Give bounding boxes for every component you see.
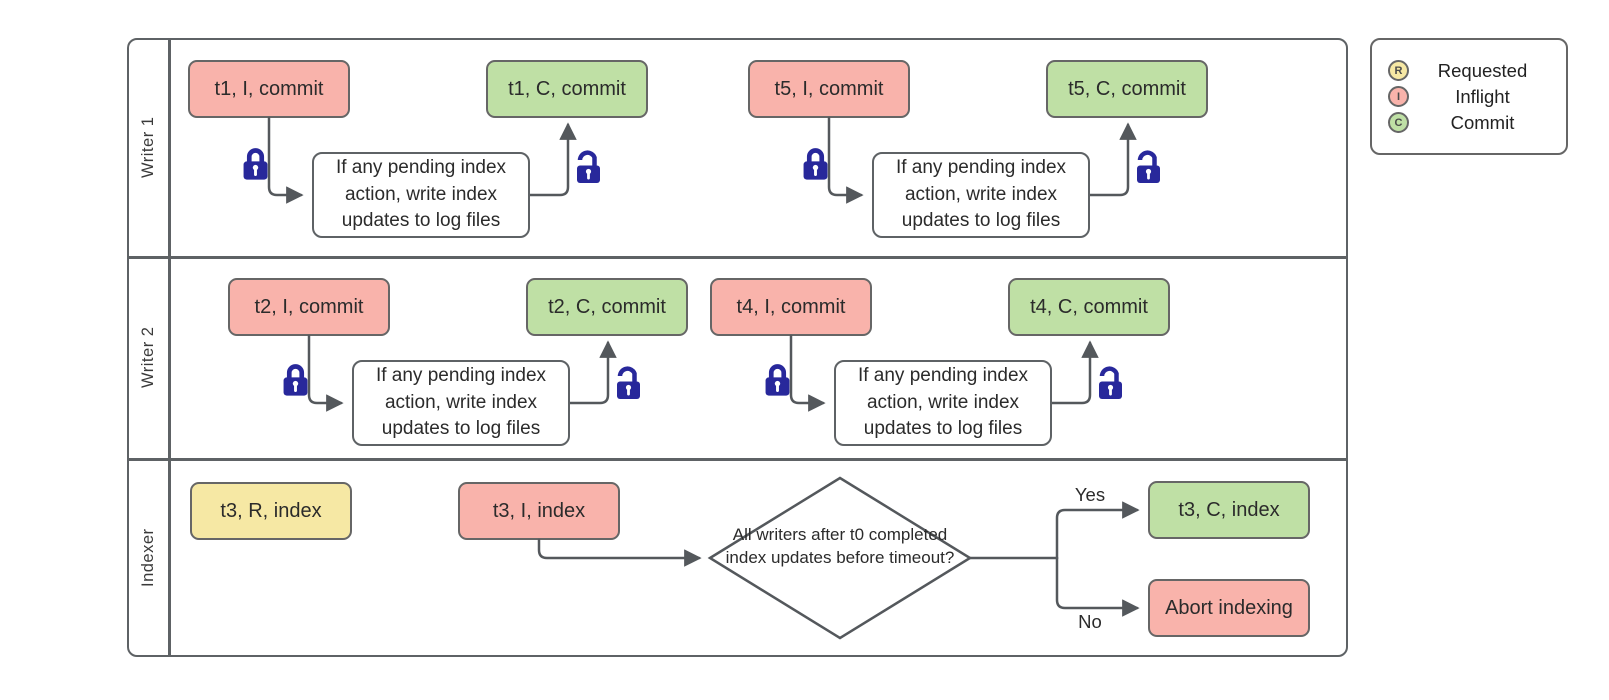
lane-divider-2 xyxy=(127,458,1348,461)
connector-process-to-t4c xyxy=(1050,340,1099,405)
state-abort-indexing: Abort indexing xyxy=(1148,579,1310,637)
state-t3-requested: t3, R, index xyxy=(190,482,352,540)
state-t5-inflight: t5, I, commit xyxy=(748,60,910,118)
lock-closed-icon xyxy=(242,146,269,187)
state-t1-commit: t1, C, commit xyxy=(486,60,648,118)
decision-label: All writers after t0 completed index upd… xyxy=(725,525,955,567)
state-t3-commit: t3, C, index xyxy=(1148,481,1310,539)
process-write-index-1: If any pending index action, write index… xyxy=(312,152,530,238)
connector-t4i-to-process xyxy=(789,334,826,412)
requested-badge-icon: R xyxy=(1388,60,1409,81)
legend-row-inflight: I Inflight xyxy=(1388,86,1556,108)
state-t2-commit: t2, C, commit xyxy=(526,278,688,336)
connector-process-to-t1c xyxy=(528,122,577,197)
state-t4-commit: t4, C, commit xyxy=(1008,278,1170,336)
branch-label-yes: Yes xyxy=(1074,484,1106,505)
state-t5-commit: t5, C, commit xyxy=(1046,60,1208,118)
connector-fork-yes xyxy=(1055,501,1140,560)
lock-open-icon xyxy=(1095,365,1125,406)
lock-closed-icon xyxy=(764,362,791,403)
lock-open-icon xyxy=(613,365,643,406)
lock-closed-icon xyxy=(802,146,829,187)
legend: R Requested I Inflight C Commit xyxy=(1370,38,1568,155)
process-write-index-4: If any pending index action, write index… xyxy=(834,360,1052,446)
lane-label-divider xyxy=(168,38,171,657)
connector-process-to-t5c xyxy=(1088,122,1137,197)
legend-label-requested: Requested xyxy=(1437,59,1528,81)
connector-process-to-t2c xyxy=(568,340,617,405)
decision-diamond xyxy=(707,476,973,640)
inflight-badge-icon: I xyxy=(1388,86,1409,107)
connector-t1i-to-process xyxy=(267,116,304,204)
connector-t3i-to-decision xyxy=(537,538,702,567)
lock-closed-icon xyxy=(282,362,309,403)
legend-row-requested: R Requested xyxy=(1388,60,1556,82)
lock-open-icon xyxy=(573,149,603,190)
legend-row-commit: C Commit xyxy=(1388,112,1556,134)
legend-label-inflight: Inflight xyxy=(1455,85,1510,107)
lock-open-icon xyxy=(1133,149,1163,190)
process-write-index-3: If any pending index action, write index… xyxy=(352,360,570,446)
lane-divider-1 xyxy=(127,256,1348,259)
commit-badge-icon: C xyxy=(1388,112,1409,133)
branch-label-no: No xyxy=(1078,611,1102,632)
process-write-index-2: If any pending index action, write index… xyxy=(872,152,1090,238)
state-t3-inflight: t3, I, index xyxy=(458,482,620,540)
connector-fork-no xyxy=(1055,556,1140,617)
connector-t2i-to-process xyxy=(307,334,344,412)
connector-t5i-to-process xyxy=(827,116,864,204)
legend-label-commit: Commit xyxy=(1450,111,1515,133)
state-t2-inflight: t2, I, commit xyxy=(228,278,390,336)
state-t4-inflight: t4, I, commit xyxy=(710,278,872,336)
